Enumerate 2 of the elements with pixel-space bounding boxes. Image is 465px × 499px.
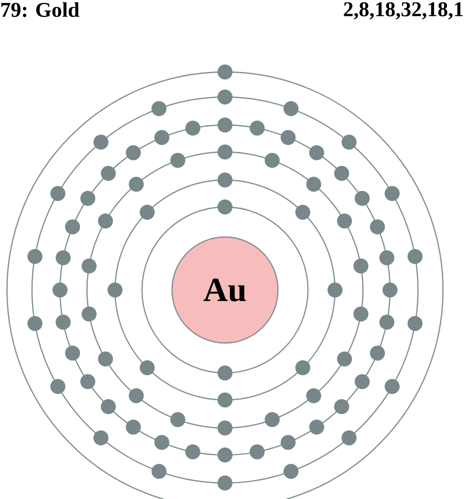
- electron-configuration: 2,8,18,32,18,1: [344, 2, 463, 20]
- title: 79: Gold: [1, 2, 80, 18]
